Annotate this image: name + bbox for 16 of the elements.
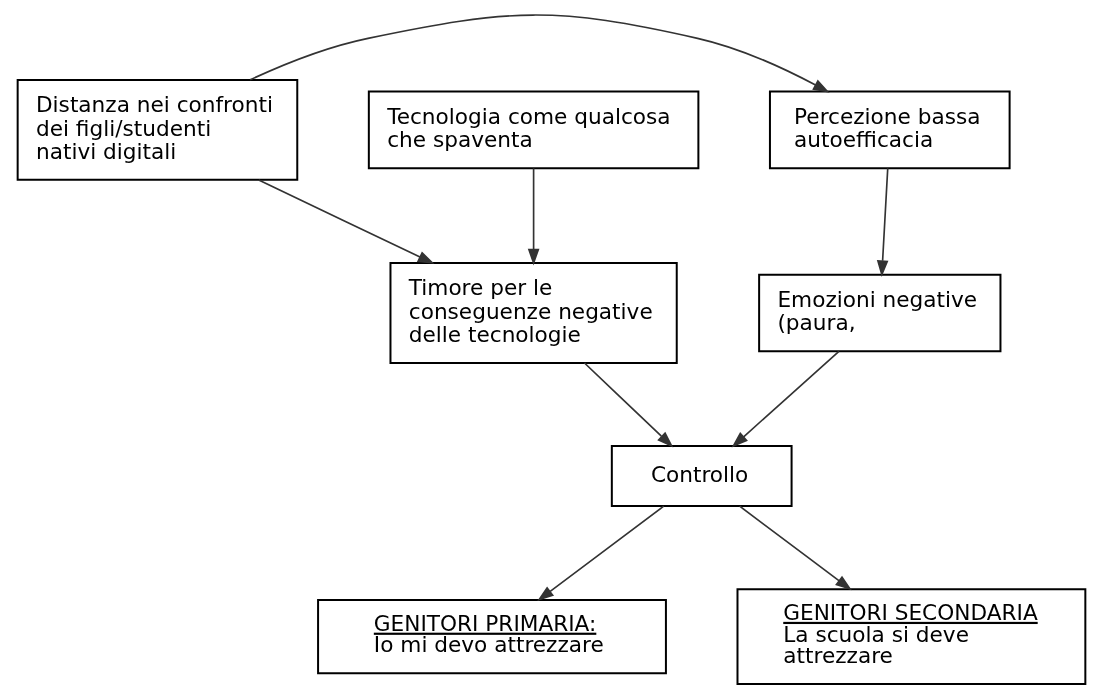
node-box: Distanza nei confronti dei figli/studenti nativi digitali [16, 78, 298, 181]
arrow [876, 167, 889, 278]
arrow [536, 505, 665, 602]
node-box: Timore per le conseguenze negative delle tecnologie [388, 262, 678, 364]
arrow [731, 350, 840, 448]
arrow [527, 167, 539, 266]
node-box: Emozioni negative (paura, [757, 273, 1001, 353]
node-box: Controllo [610, 445, 793, 507]
arrow [248, 14, 830, 93]
node-box: Tecnologia come qualcosa che spaventa [367, 90, 699, 170]
node-box: Percezione bassa autoefficacia [768, 90, 1011, 170]
node-box: GENITORI SECONDARIA La scuola si deve attrezzare [736, 588, 1086, 686]
node-box: GENITORI PRIMARIA: Io mi devo attrezzare [316, 599, 667, 675]
arrow [257, 179, 434, 264]
arrow [583, 362, 673, 448]
arrow [738, 505, 852, 591]
